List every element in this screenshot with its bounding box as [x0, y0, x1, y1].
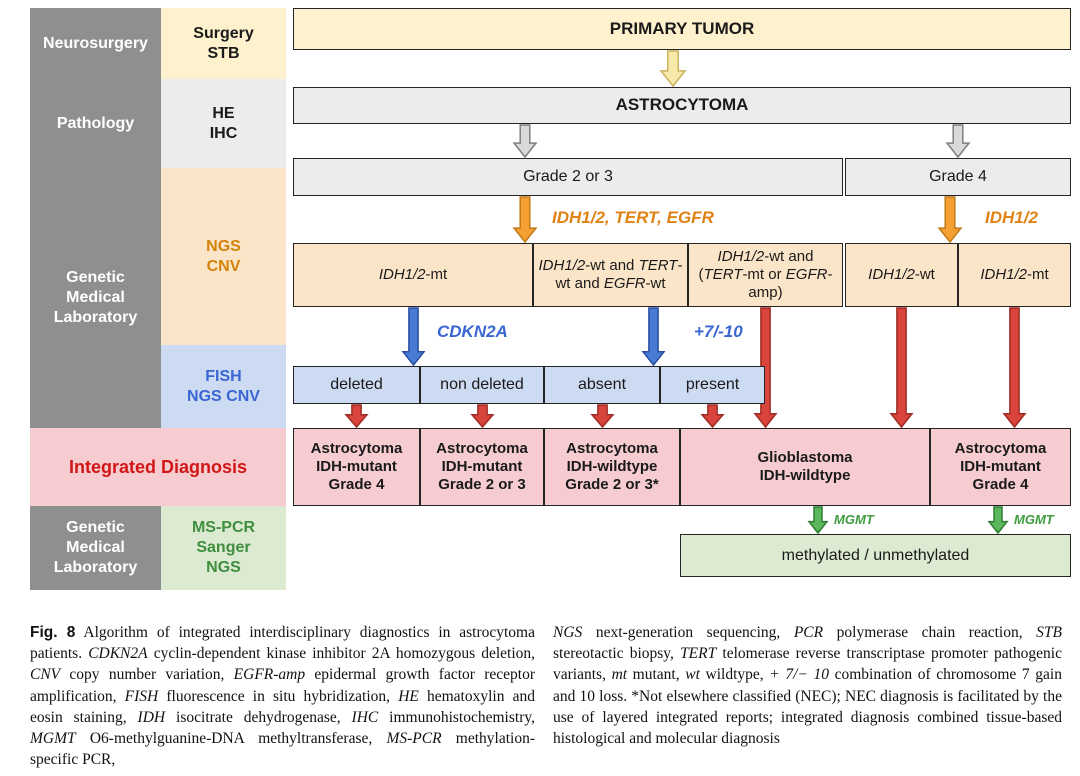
sidebar-method-mspcr-sanger-ngs: MS-PCR Sanger NGS [161, 506, 286, 590]
fish-present-box: present [660, 366, 765, 404]
ngs-result-triple-wt-box: IDH1/2-wt and TERT-wt and EGFR-wt [533, 243, 688, 307]
mgmt-label-right: MGMT [1014, 512, 1054, 527]
astrocytoma-box: ASTROCYTOMA [293, 87, 1071, 124]
down-arrow-icon [344, 404, 369, 429]
sidebar-discipline-genetic-lab: Genetic Medical Laboratory [30, 168, 161, 428]
diagnosis-astro-mutant-g23-box: Astrocytoma IDH-mutant Grade 2 or 3 [420, 428, 544, 506]
grade-2-3-box: Grade 2 or 3 [293, 158, 843, 196]
primary-tumor-box: PRIMARY TUMOR [293, 8, 1071, 50]
down-arrow-icon [987, 506, 1009, 535]
diagnosis-glioblastoma-box: Glioblastoma IDH-wildtype [680, 428, 930, 506]
ngs-result-idh-mt-box: IDH1/2-mt [293, 243, 533, 307]
sidebar-method-surgery-stb: Surgery STB [161, 8, 286, 79]
down-arrow-icon [512, 124, 538, 159]
down-arrow-icon [753, 307, 778, 429]
sidebar-method-ngs-cnv: NGS CNV [161, 168, 286, 345]
down-arrow-icon [700, 404, 725, 429]
fish-absent-box: absent [544, 366, 660, 404]
sidebar-discipline-genetic-lab-2: Genetic Medical Laboratory [30, 506, 161, 590]
diagnosis-astro-wildtype-g23-box: Astrocytoma IDH-wildtype Grade 2 or 3* [544, 428, 680, 506]
diagnosis-astro-mutant-g4-right-box: Astrocytoma IDH-mutant Grade 4 [930, 428, 1071, 506]
down-arrow-icon [945, 124, 971, 159]
mgmt-label-left: MGMT [834, 512, 874, 527]
ngs-result-idh-wt-box: IDH1/2-wt [845, 243, 958, 307]
down-arrow-icon [807, 506, 829, 535]
fish-non-deleted-box: non deleted [420, 366, 544, 404]
sidebar-discipline-neurosurgery: Neurosurgery [30, 8, 161, 79]
branch-label-idh12: IDH1/2 [985, 208, 1038, 227]
ngs-result-idh-mt-grade4-box: IDH1/2-mt [958, 243, 1071, 307]
down-arrow-icon [401, 307, 426, 367]
down-arrow-icon [937, 196, 963, 244]
chr7-10-label: +7/-10 [694, 322, 743, 341]
grade-4-box: Grade 4 [845, 158, 1071, 196]
diagnosis-astro-mutant-g4-box: Astrocytoma IDH-mutant Grade 4 [293, 428, 420, 506]
branch-label-idh-tert-egfr: IDH1/2, TERT, EGFR [552, 208, 714, 227]
methylation-result-box: methylated / unmethylated [680, 534, 1071, 577]
fish-deleted-box: deleted [293, 366, 420, 404]
down-arrow-icon [512, 196, 538, 244]
caption-right-column: NGS next-generation sequencing, PCR poly… [553, 624, 1062, 748]
down-arrow-icon [641, 307, 666, 367]
down-arrow-icon [659, 50, 687, 88]
caption-left-column: Fig. 8 Algorithm of integrated interdisc… [30, 624, 536, 769]
cdkn2a-label: CDKN2A [437, 322, 508, 341]
sidebar-method-he-ihc: HE IHC [161, 79, 286, 168]
sidebar-method-fish-ngs-cnv: FISH NGS CNV [161, 345, 286, 428]
down-arrow-icon [889, 307, 914, 429]
sidebar-integrated-diagnosis: Integrated Diagnosis [30, 428, 286, 506]
down-arrow-icon [470, 404, 495, 429]
down-arrow-icon [1002, 307, 1027, 429]
ngs-result-tert-egfr-box: IDH1/2-wt and (TERT-mt or EGFR-amp) [688, 243, 843, 307]
down-arrow-icon [590, 404, 615, 429]
sidebar-discipline-pathology: Pathology [30, 79, 161, 168]
